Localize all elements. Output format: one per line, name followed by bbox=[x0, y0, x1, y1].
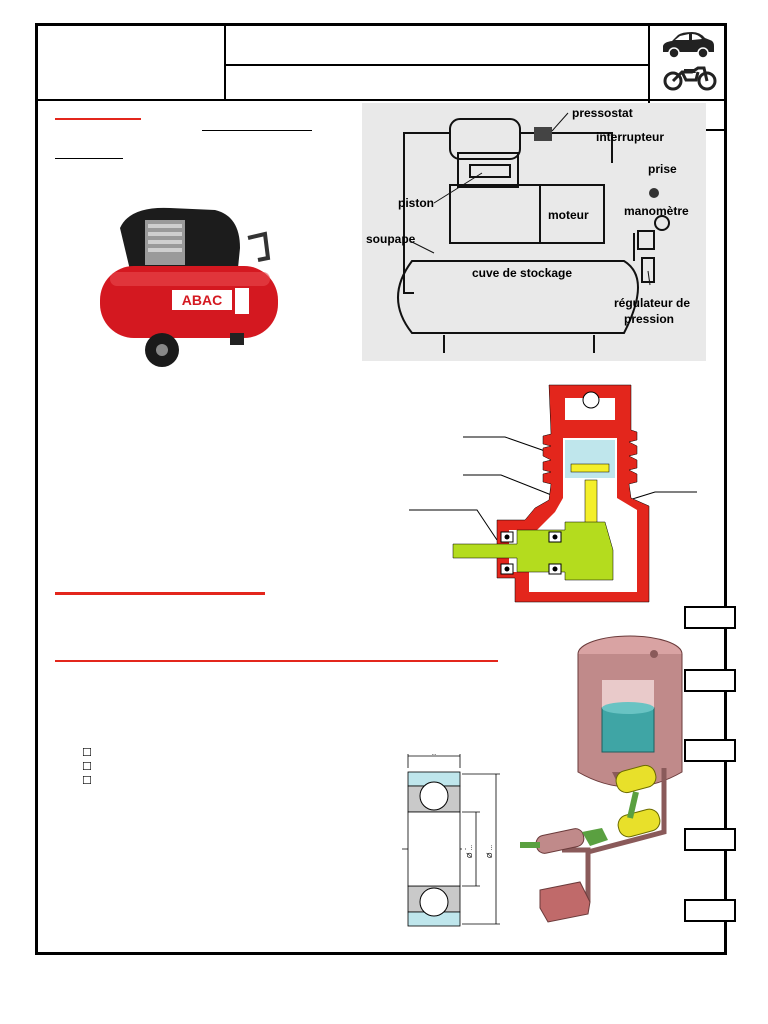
compressor-cross-section bbox=[409, 384, 697, 603]
bearing-drawing: ... Ø ... Ø ... bbox=[402, 751, 500, 927]
compressor-sketch-diagram: pressostat interrupteur prise piston mot… bbox=[362, 103, 706, 361]
header-bottom-line bbox=[35, 99, 727, 101]
header-divider-right bbox=[648, 23, 650, 101]
motorcycle-icon bbox=[663, 66, 717, 91]
section-heading-red-2 bbox=[55, 660, 498, 662]
compressor-photo: ABAC bbox=[100, 207, 278, 367]
bearing-dim-top: ... bbox=[431, 751, 436, 757]
label-pressostat: pressostat bbox=[572, 106, 633, 120]
label-soupape: soupape bbox=[366, 232, 416, 246]
heading-underline-1 bbox=[202, 130, 312, 131]
answer-box-3[interactable] bbox=[684, 739, 736, 762]
header-divider-left bbox=[224, 23, 226, 101]
checkbox-1[interactable]: ☐ bbox=[82, 746, 92, 759]
label-prise: prise bbox=[648, 162, 677, 176]
header-mid-line bbox=[224, 64, 649, 66]
checkbox-3[interactable]: ☐ bbox=[82, 774, 92, 787]
heading-underline-2 bbox=[55, 158, 123, 159]
page-frame bbox=[35, 23, 727, 955]
label-regulateur-1: régulateur de bbox=[614, 296, 690, 310]
checkbox-2[interactable]: ☐ bbox=[82, 760, 92, 773]
answer-box-2[interactable] bbox=[684, 669, 736, 692]
bearing-dim-outer: Ø ... bbox=[487, 845, 494, 858]
label-cuve: cuve de stockage bbox=[472, 266, 572, 280]
answer-box-4[interactable] bbox=[684, 828, 736, 851]
answer-box-1[interactable] bbox=[684, 606, 736, 629]
photo-brand: ABAC bbox=[182, 292, 222, 308]
label-regulateur-2: pression bbox=[624, 312, 674, 326]
label-piston: piston bbox=[398, 196, 434, 210]
heading-underline-red bbox=[55, 118, 141, 120]
label-moteur: moteur bbox=[548, 208, 589, 222]
car-icon bbox=[663, 32, 714, 59]
section-heading-red-1 bbox=[55, 592, 265, 595]
bearing-dim-inner: Ø ... bbox=[467, 845, 474, 858]
answer-box-5[interactable] bbox=[684, 899, 736, 922]
label-manometre: manomètre bbox=[624, 204, 689, 218]
piston-mechanism-render bbox=[520, 635, 683, 923]
label-interrupteur: interrupteur bbox=[596, 130, 664, 144]
